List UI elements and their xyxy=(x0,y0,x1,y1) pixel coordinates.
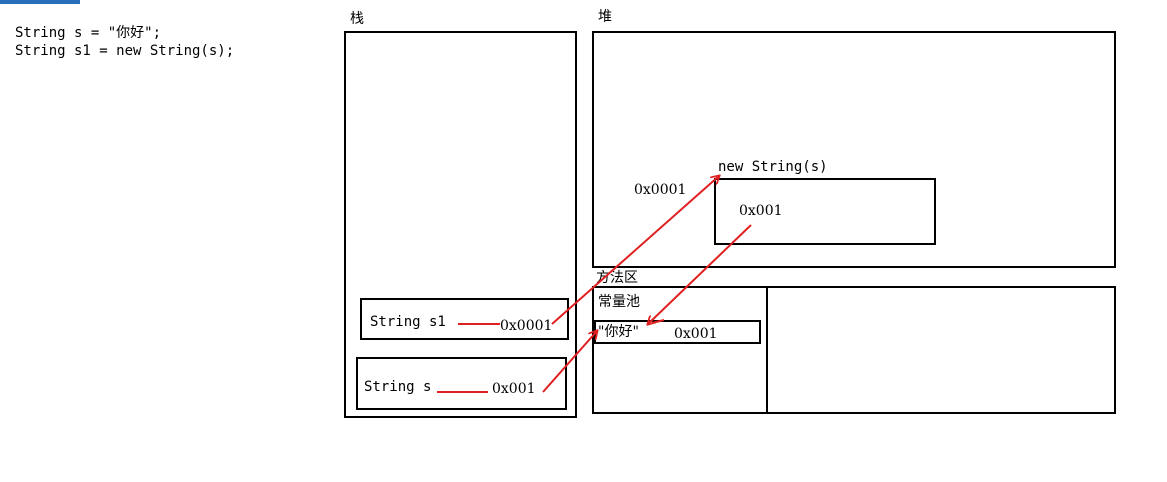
heap-title: 堆 xyxy=(598,9,612,25)
constant-pool-literal: "你好" xyxy=(598,324,639,340)
stack-var-s1-name: String s1 xyxy=(370,314,446,330)
code-line-2: String s1 = new String(s); xyxy=(15,43,235,59)
stack-var-s-value: 0x001 xyxy=(492,381,536,397)
method-area-region xyxy=(592,286,1116,414)
method-area-divider xyxy=(766,286,768,414)
heap-object-label: new String(s) xyxy=(718,159,828,175)
constant-pool-title: 常量池 xyxy=(598,294,640,310)
code-line-1: String s = "你好"; xyxy=(15,25,162,41)
constant-pool-literal-address: 0x001 xyxy=(674,326,718,342)
heap-region xyxy=(592,31,1116,268)
stack-var-s1-value: 0x0001 xyxy=(500,318,553,334)
stack-var-s-name: String s xyxy=(364,379,432,395)
top-accent-bar xyxy=(0,0,80,4)
method-area-title: 方法区 xyxy=(596,270,638,286)
heap-object-value: 0x001 xyxy=(739,203,783,219)
stack-title: 栈 xyxy=(350,11,364,27)
heap-object-address: 0x0001 xyxy=(634,182,687,198)
